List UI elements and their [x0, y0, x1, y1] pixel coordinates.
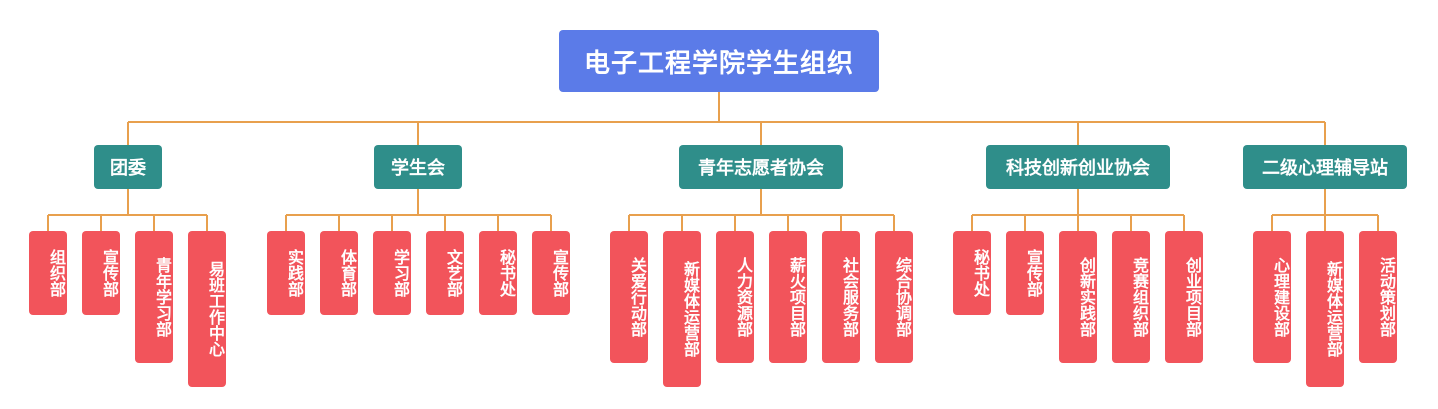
unit-node: 创新实践部 — [1059, 231, 1097, 363]
unit-node: 人力资源部 — [716, 231, 754, 363]
unit-node: 新媒体运营部 — [663, 231, 701, 387]
unit-node: 学习部 — [373, 231, 411, 315]
unit-node: 实践部 — [267, 231, 305, 315]
unit-node: 秘书处 — [953, 231, 991, 315]
department-node: 二级心理辅导站 — [1243, 145, 1407, 189]
unit-node: 活动策划部 — [1359, 231, 1397, 363]
unit-node: 薪火项目部 — [769, 231, 807, 363]
unit-node: 竞赛组织部 — [1112, 231, 1150, 363]
unit-node: 秘书处 — [479, 231, 517, 315]
unit-node: 青年学习部 — [135, 231, 173, 363]
unit-node: 综合协调部 — [875, 231, 913, 363]
unit-node: 关爱行动部 — [610, 231, 648, 363]
unit-node: 创业项目部 — [1165, 231, 1203, 363]
unit-node: 宣传部 — [532, 231, 570, 315]
unit-node: 新媒体运营部 — [1306, 231, 1344, 387]
unit-node: 文艺部 — [426, 231, 464, 315]
unit-node: 宣传部 — [82, 231, 120, 315]
unit-node: 易班工作中心 — [188, 231, 226, 387]
department-node: 团委 — [94, 145, 162, 189]
unit-node: 社会服务部 — [822, 231, 860, 363]
department-node: 科技创新创业协会 — [986, 145, 1170, 189]
unit-node: 宣传部 — [1006, 231, 1044, 315]
unit-node: 组织部 — [29, 231, 67, 315]
unit-node: 心理建设部 — [1253, 231, 1291, 363]
root-node: 电子工程学院学生组织 — [559, 30, 879, 92]
department-node: 青年志愿者协会 — [679, 145, 843, 189]
unit-node: 体育部 — [320, 231, 358, 315]
department-node: 学生会 — [374, 145, 462, 189]
